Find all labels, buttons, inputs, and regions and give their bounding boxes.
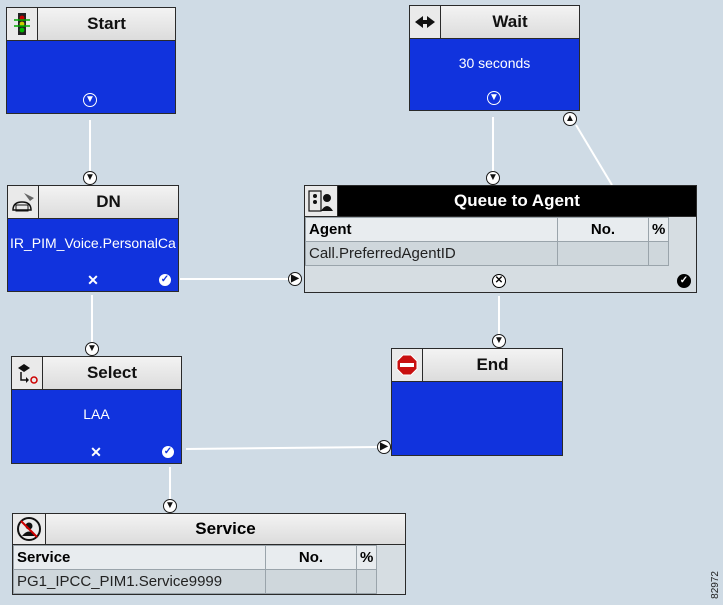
wait-node-body: 30 seconds ▼	[410, 39, 579, 110]
wait-node-title: Wait	[492, 12, 528, 31]
wait-in-connector[interactable]: ▲	[563, 112, 577, 126]
dn-node[interactable]: DN IR_PIM_Voice.PersonalCa ✕ ✓	[7, 185, 179, 292]
wire-queue-wait-loop	[575, 124, 613, 186]
select-node-title: Select	[86, 363, 138, 382]
service-col-service: Service	[13, 545, 266, 570]
queue-failure-icon[interactable]: ✕	[492, 274, 506, 288]
start-node[interactable]: Start ▼	[6, 7, 176, 114]
agent-icon	[305, 186, 338, 216]
hourglass-icon	[410, 6, 441, 38]
wait-duration: 30 seconds	[458, 55, 531, 71]
start-node-body: ▼	[7, 41, 175, 113]
service-col-percent: %	[355, 545, 378, 570]
queue-to-agent-node[interactable]: Queue to Agent Agent No. % Call.Preferre…	[304, 185, 697, 293]
wait-out-connector[interactable]: ▼	[487, 91, 501, 105]
select-success-icon[interactable]: ✓	[161, 445, 175, 459]
select-in-connector[interactable]: ▼	[85, 342, 99, 356]
queue-col-percent: %	[647, 217, 670, 242]
service-row-number[interactable]	[265, 569, 357, 594]
phone-icon	[8, 186, 39, 218]
queue-row-agent[interactable]: Call.PreferredAgentID	[305, 241, 558, 266]
select-node-body: LAA ✕ ✓	[12, 390, 181, 463]
dn-node-title: DN	[96, 192, 121, 211]
queue-agent-table: Agent No. % Call.PreferredAgentID	[305, 217, 670, 266]
dn-failure-icon[interactable]: ✕	[87, 272, 99, 288]
end-node[interactable]: End	[391, 348, 563, 456]
queue-success-icon[interactable]: ✓	[677, 274, 691, 288]
select-node[interactable]: Select LAA ✕ ✓	[11, 356, 182, 464]
start-node-title: Start	[87, 14, 126, 33]
service-table: Service No. % PG1_IPCC_PIM1.Service9999	[13, 545, 378, 594]
service-icon	[13, 514, 46, 544]
queue-side-connector[interactable]: ▶	[288, 272, 302, 286]
queue-row-number[interactable]	[557, 241, 649, 266]
wire-select-end	[185, 446, 379, 450]
service-row-service[interactable]: PG1_IPCC_PIM1.Service9999	[13, 569, 266, 594]
service-node[interactable]: Service Service No. % PG1_IPCC_PIM1.Serv…	[12, 513, 406, 595]
dn-value: IR_PIM_Voice.PersonalCa	[10, 235, 176, 251]
figure-id: 82972	[710, 571, 721, 599]
queue-row-percent[interactable]	[647, 241, 670, 266]
service-node-title: Service	[195, 519, 256, 538]
service-row-percent[interactable]	[355, 569, 378, 594]
queue-node-title: Queue to Agent	[454, 191, 580, 210]
service-in-connector[interactable]: ▼	[163, 499, 177, 513]
service-col-number: No.	[265, 545, 357, 570]
traffic-light-icon	[7, 8, 38, 40]
wait-node[interactable]: Wait 30 seconds ▼	[409, 5, 580, 111]
dn-in-connector[interactable]: ▼	[83, 171, 97, 185]
start-out-connector[interactable]: ▼	[83, 93, 97, 107]
select-icon	[12, 357, 43, 389]
select-value: LAA	[83, 406, 110, 422]
queue-in-connector[interactable]: ▼	[486, 171, 500, 185]
stop-sign-icon	[392, 349, 423, 381]
end-in-connector[interactable]: ▼	[492, 334, 506, 348]
dn-success-icon[interactable]: ✓	[158, 273, 172, 287]
end-node-body	[392, 382, 562, 455]
select-failure-icon[interactable]: ✕	[90, 444, 102, 460]
queue-col-number: No.	[557, 217, 649, 242]
dn-node-body: IR_PIM_Voice.PersonalCa ✕ ✓	[8, 219, 178, 291]
end-side-connector[interactable]: ▶	[377, 440, 391, 454]
end-node-title: End	[476, 355, 509, 374]
queue-col-agent: Agent	[305, 217, 558, 242]
